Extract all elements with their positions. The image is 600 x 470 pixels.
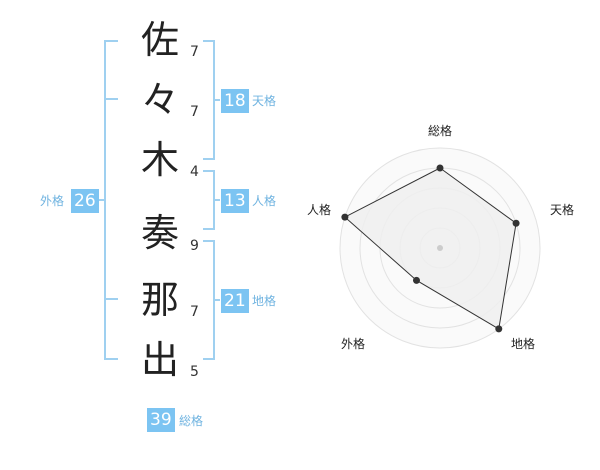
jinkaku-label: 人格 xyxy=(252,194,277,208)
soukaku-value: 39 xyxy=(147,408,175,432)
gaikaku-label: 外格 xyxy=(40,194,65,208)
stroke-count-6: 5 xyxy=(190,364,199,380)
radar-point-1 xyxy=(436,164,444,172)
name-char-6: 出 xyxy=(140,338,179,382)
radar-label-chikaku: 地格 xyxy=(511,337,536,351)
soukaku-label: 総格 xyxy=(179,414,204,428)
radar-label-soukaku: 総格 xyxy=(428,124,453,138)
chikaku-value: 21 xyxy=(221,289,249,313)
stroke-count-4: 9 xyxy=(190,238,199,254)
tenkaku-label: 天格 xyxy=(252,94,277,108)
name-char-3: 木 xyxy=(140,138,179,182)
radar-point-5 xyxy=(341,213,349,221)
radar-label-gaikaku: 外格 xyxy=(341,337,366,351)
stroke-count-2: 7 xyxy=(190,104,199,120)
gaikaku-value: 26 xyxy=(71,189,99,213)
chikaku-label: 地格 xyxy=(252,294,277,308)
radar-point-4 xyxy=(412,276,420,284)
name-char-5: 那 xyxy=(140,278,179,322)
name-char-2: 々 xyxy=(140,78,179,122)
radar-center-dot xyxy=(437,245,443,251)
stroke-count-1: 7 xyxy=(190,44,199,60)
radar-score-polygon xyxy=(344,167,517,330)
name-char-4: 奏 xyxy=(140,211,179,255)
jinkaku-value: 13 xyxy=(221,189,249,213)
name-char-1: 佐 xyxy=(140,18,179,62)
radar-label-jinkaku: 人格 xyxy=(307,203,332,217)
radar-point-3 xyxy=(495,325,503,333)
radar-label-tenkaku: 天格 xyxy=(550,203,575,217)
tenkaku-value: 18 xyxy=(221,89,249,113)
radar-point-2 xyxy=(512,219,520,227)
stroke-count-5: 7 xyxy=(190,304,199,320)
stroke-count-3: 4 xyxy=(190,164,199,180)
